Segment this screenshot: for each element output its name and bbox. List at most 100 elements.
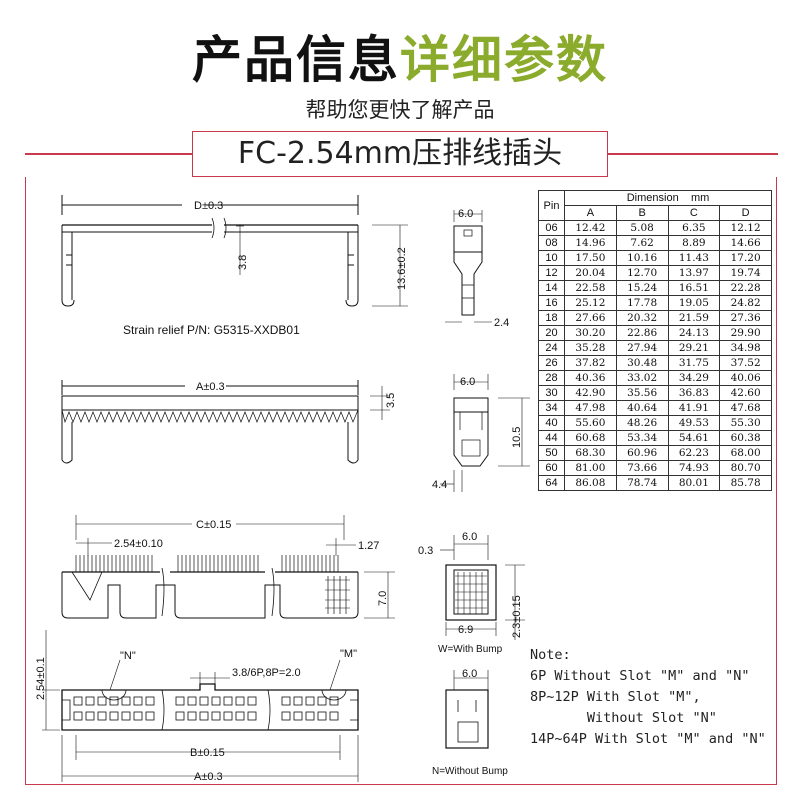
product-name: FC-2.54mm压排线插头: [237, 136, 563, 171]
dim-6-0-label-4: 6.0: [462, 668, 477, 680]
table-cell-a: 40.36: [564, 370, 617, 386]
dim-1-27-label: 1.27: [358, 540, 379, 552]
table-cell-d: 24.82: [719, 295, 772, 311]
table-cell-b: 15.24: [615, 280, 669, 296]
table-cell-c: 80.01: [667, 475, 721, 491]
note-line-4: 14P~64P With Slot "M" and "N": [530, 731, 766, 747]
table-cell-pin: 20: [538, 325, 565, 341]
table-cell-b: 53.34: [615, 430, 669, 446]
column-header-d: D: [719, 205, 772, 221]
without-bump-label: N=Without Bump: [432, 766, 508, 777]
product-name-box: FC-2.54mm压排线插头: [192, 131, 608, 177]
table-cell-d: 55.30: [719, 415, 772, 431]
table-cell-c: 11.43: [667, 250, 721, 266]
table-cell-pin: 30: [538, 385, 565, 401]
table-cell-d: 17.20: [719, 250, 772, 266]
table-cell-c: 24.13: [667, 325, 721, 341]
table-cell-b: 33.02: [615, 370, 669, 386]
table-cell-d: 37.52: [719, 355, 772, 371]
dim-3-8-label: 3.8: [237, 255, 249, 270]
table-cell-c: 16.51: [667, 280, 721, 296]
table-cell-a: 20.04: [564, 265, 617, 281]
table-cell-b: 30.48: [615, 355, 669, 371]
table-cell-d: 40.06: [719, 370, 772, 386]
table-cell-d: 68.00: [719, 445, 772, 461]
table-cell-pin: 10: [538, 250, 565, 266]
dim-13-6-label: 13.6±0.2: [396, 247, 408, 290]
table-cell-d: 80.70: [719, 460, 772, 476]
table-cell-a: 60.68: [564, 430, 617, 446]
table-cell-a: 30.20: [564, 325, 617, 341]
table-cell-c: 34.29: [667, 370, 721, 386]
table-cell-d: 85.78: [719, 475, 772, 491]
table-cell-pin: 12: [538, 265, 565, 281]
table-cell-pin: 40: [538, 415, 565, 431]
table-cell-c: 19.05: [667, 295, 721, 311]
table-cell-pin: 50: [538, 445, 565, 461]
table-cell-pin: 24: [538, 340, 565, 356]
column-header-b: B: [615, 205, 669, 221]
table-cell-pin: 64: [538, 475, 565, 491]
table-cell-b: 27.94: [615, 340, 669, 356]
table-cell-b: 73.66: [615, 460, 669, 476]
table-cell-a: 35.28: [564, 340, 617, 356]
table-cell-c: 41.91: [667, 400, 721, 416]
table-cell-a: 17.50: [564, 250, 617, 266]
table-cell-pin: 16: [538, 295, 565, 311]
note-line-2: 8P~12P With Slot "M",: [530, 689, 701, 705]
table-cell-d: 42.60: [719, 385, 772, 401]
dim-pitch-label: 2.54±0.10: [114, 538, 163, 550]
page-title: 产品信息详细参数: [0, 20, 800, 92]
table-cell-pin: 08: [538, 235, 565, 251]
table-cell-a: 81.00: [564, 460, 617, 476]
table-cell-a: 12.42: [564, 220, 617, 236]
dim-a-label: A±0.3: [196, 381, 225, 393]
table-cell-pin: 60: [538, 460, 565, 476]
with-bump-label: W=With Bump: [438, 644, 503, 655]
table-cell-a: 68.30: [564, 445, 617, 461]
table-cell-b: 22.86: [615, 325, 669, 341]
table-cell-a: 25.12: [564, 295, 617, 311]
page-header: 产品信息详细参数 帮助您更快了解产品: [0, 0, 800, 180]
dim-7-0-label: 7.0: [377, 591, 389, 606]
frame-top-rule-left: [25, 153, 192, 155]
table-cell-b: 17.78: [615, 295, 669, 311]
dim-d-label: D±0.3: [194, 200, 223, 212]
table-cell-c: 13.97: [667, 265, 721, 281]
table-cell-pin: 28: [538, 370, 565, 386]
table-cell-b: 5.08: [615, 220, 669, 236]
table-cell-b: 12.70: [615, 265, 669, 281]
table-cell-c: 21.59: [667, 310, 721, 326]
table-cell-c: 62.23: [667, 445, 721, 461]
table-cell-d: 34.98: [719, 340, 772, 356]
table-cell-a: 27.66: [564, 310, 617, 326]
table-cell-a: 14.96: [564, 235, 617, 251]
top-view: [61, 195, 408, 307]
table-cell-b: 48.26: [615, 415, 669, 431]
page-subtitle: 帮助您更快了解产品: [305, 98, 495, 122]
drawing-frame: [25, 177, 777, 785]
table-cell-d: 27.36: [719, 310, 772, 326]
table-cell-a: 55.60: [564, 415, 617, 431]
table-cell-pin: 18: [538, 310, 565, 326]
n-slot-label: "N": [120, 650, 136, 662]
dim-4-4-label: 4.4: [432, 479, 447, 491]
table-cell-b: 10.16: [615, 250, 669, 266]
frame-top-rule-right: [608, 153, 778, 155]
notes: Note: 6P Without Slot "M" and "N" 8P~12P…: [530, 645, 790, 750]
table-cell-pin: 06: [538, 220, 565, 236]
pin-header: Pin: [538, 190, 565, 221]
table-cell-b: 40.64: [615, 400, 669, 416]
dim-2-4-label: 2.4: [494, 317, 509, 329]
